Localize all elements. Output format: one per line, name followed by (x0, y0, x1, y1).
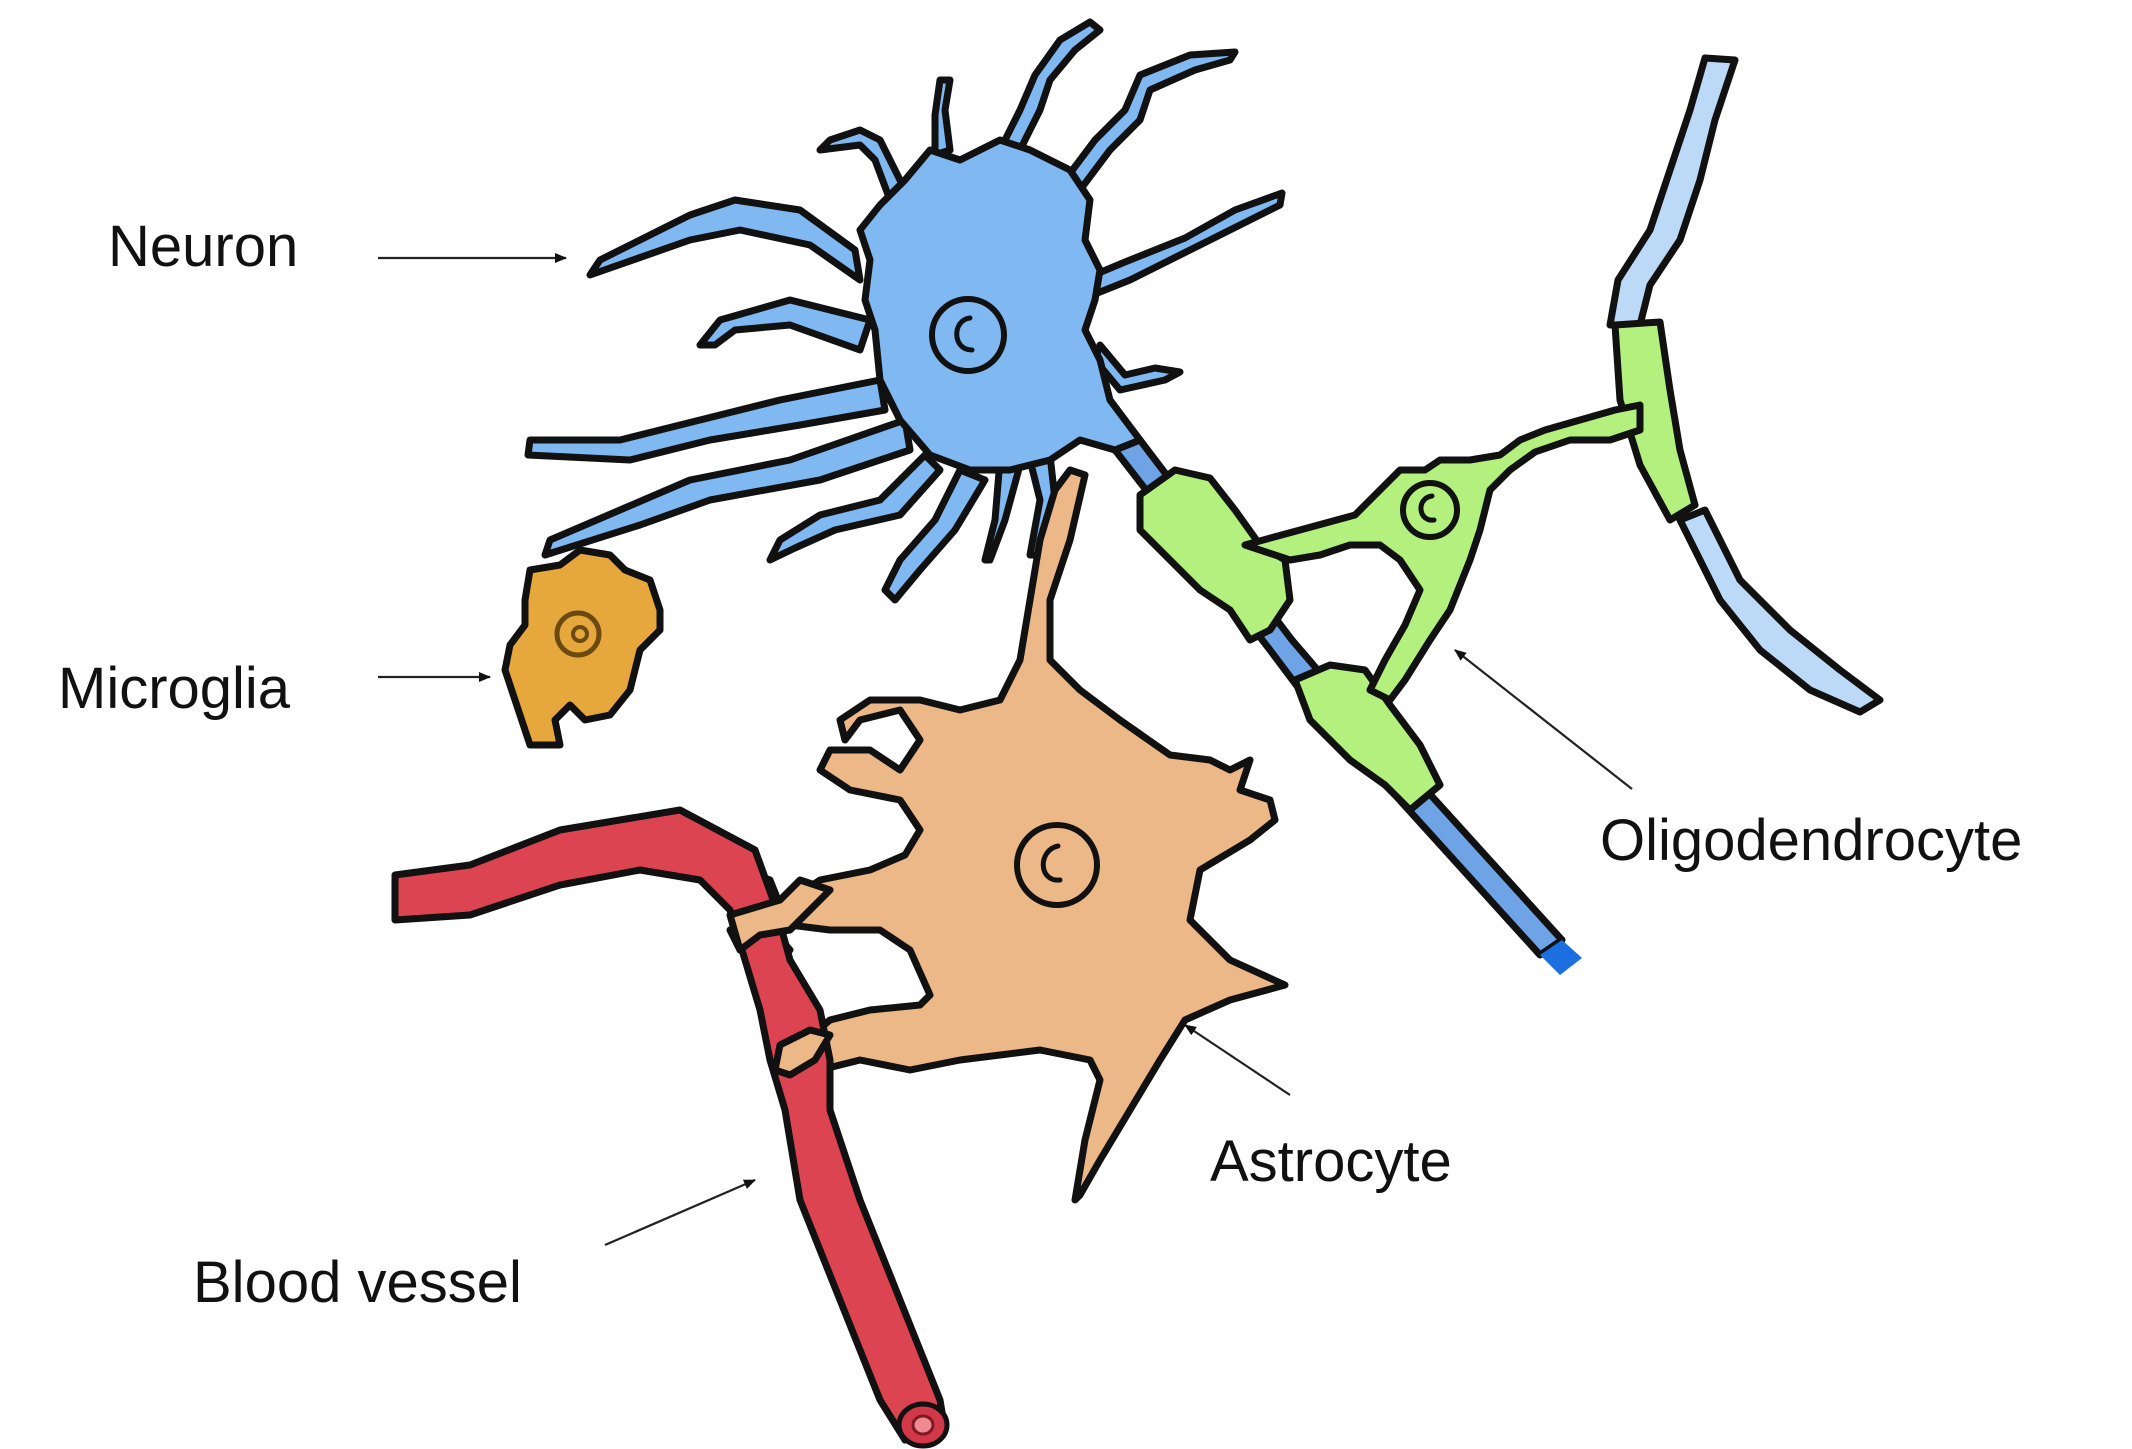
oligodendrocyte-pointer-arrow (1455, 650, 1632, 789)
oligodendrocyte-far-axon (1680, 510, 1880, 712)
oligodendrocyte-far-axon (1610, 58, 1735, 325)
neuron-dendrite (1000, 22, 1100, 150)
neuron-dendrite (1070, 193, 1282, 300)
blood-vessel-pointer-arrow (605, 1180, 755, 1245)
neuron-dendrite (1065, 52, 1235, 190)
myelin-sheath-segment (1295, 665, 1440, 810)
neuron-dendrite (935, 80, 950, 155)
oligodendrocyte-cell (1140, 58, 1880, 810)
microglia-body (505, 550, 660, 745)
astrocyte-pointer-arrow (1185, 1025, 1290, 1095)
neuron-dendrite (590, 200, 860, 280)
neuron-label: Neuron (108, 218, 298, 276)
blood-vessel-label: Blood vessel (193, 1254, 522, 1312)
neuron-soma (860, 140, 1140, 470)
neuron-dendrite (700, 300, 870, 350)
blood-vessel-lumen-inner (913, 1416, 933, 1434)
microglia-label: Microglia (58, 660, 290, 718)
oligodendrocyte-label: Oligodendrocyte (1600, 812, 2022, 870)
astrocyte-label: Astrocyte (1210, 1133, 1452, 1191)
neuron-dendrite (985, 460, 1020, 560)
microglia-cell (505, 550, 660, 745)
